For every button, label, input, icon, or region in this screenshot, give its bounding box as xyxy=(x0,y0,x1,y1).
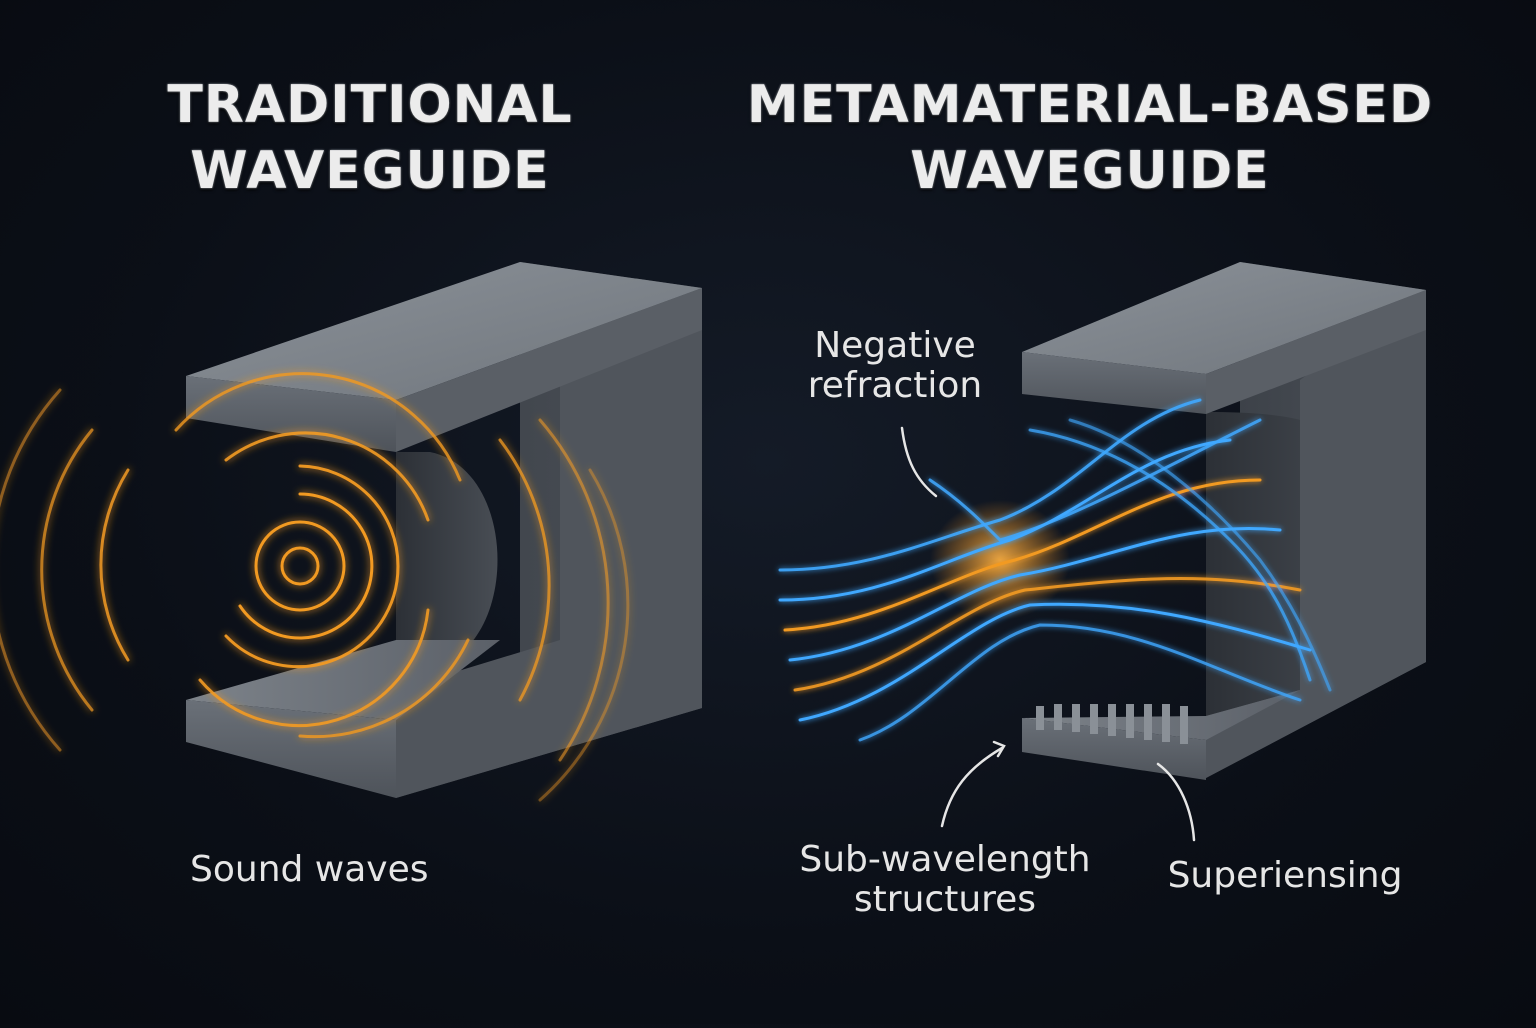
pointer-arrows xyxy=(900,426,1196,842)
wave-flow-lines xyxy=(778,398,1332,742)
negative-refraction-pointer xyxy=(900,426,938,498)
superlensing-label: Superiensing xyxy=(1167,855,1403,896)
sub-wavelength-line2: structures xyxy=(853,879,1037,920)
sound-waves-label: Sound waves xyxy=(190,849,429,890)
negative-refraction-line2: refraction xyxy=(807,365,983,406)
sub-wavelength-label: Sub-wavelength structures xyxy=(780,840,1110,920)
metamaterial-waveguide-block xyxy=(1022,262,1426,780)
sub-wavelength-comb xyxy=(1036,704,1188,744)
sub-wavelength-pointer xyxy=(940,746,1004,828)
sub-wavelength-arrowhead xyxy=(992,740,1006,758)
negative-refraction-line1: Negative xyxy=(814,325,976,366)
traditional-title-line1: TRADITIONAL xyxy=(167,75,573,135)
negative-refraction-label: Negative refraction xyxy=(790,326,1000,406)
metamaterial-title: METAMATERIAL-BASED WAVEGUIDE xyxy=(730,72,1450,204)
metamaterial-title-line1: METAMATERIAL-BASED xyxy=(746,75,1434,135)
sub-wavelength-line1: Sub-wavelength xyxy=(799,839,1091,880)
traditional-waveguide-block xyxy=(186,262,702,798)
sound-wave-rings xyxy=(0,372,630,802)
superlensing-pointer xyxy=(1156,762,1196,842)
metamaterial-title-line2: WAVEGUIDE xyxy=(910,141,1270,201)
traditional-title-line2: WAVEGUIDE xyxy=(190,141,550,201)
traditional-title: TRADITIONAL WAVEGUIDE xyxy=(120,72,620,204)
